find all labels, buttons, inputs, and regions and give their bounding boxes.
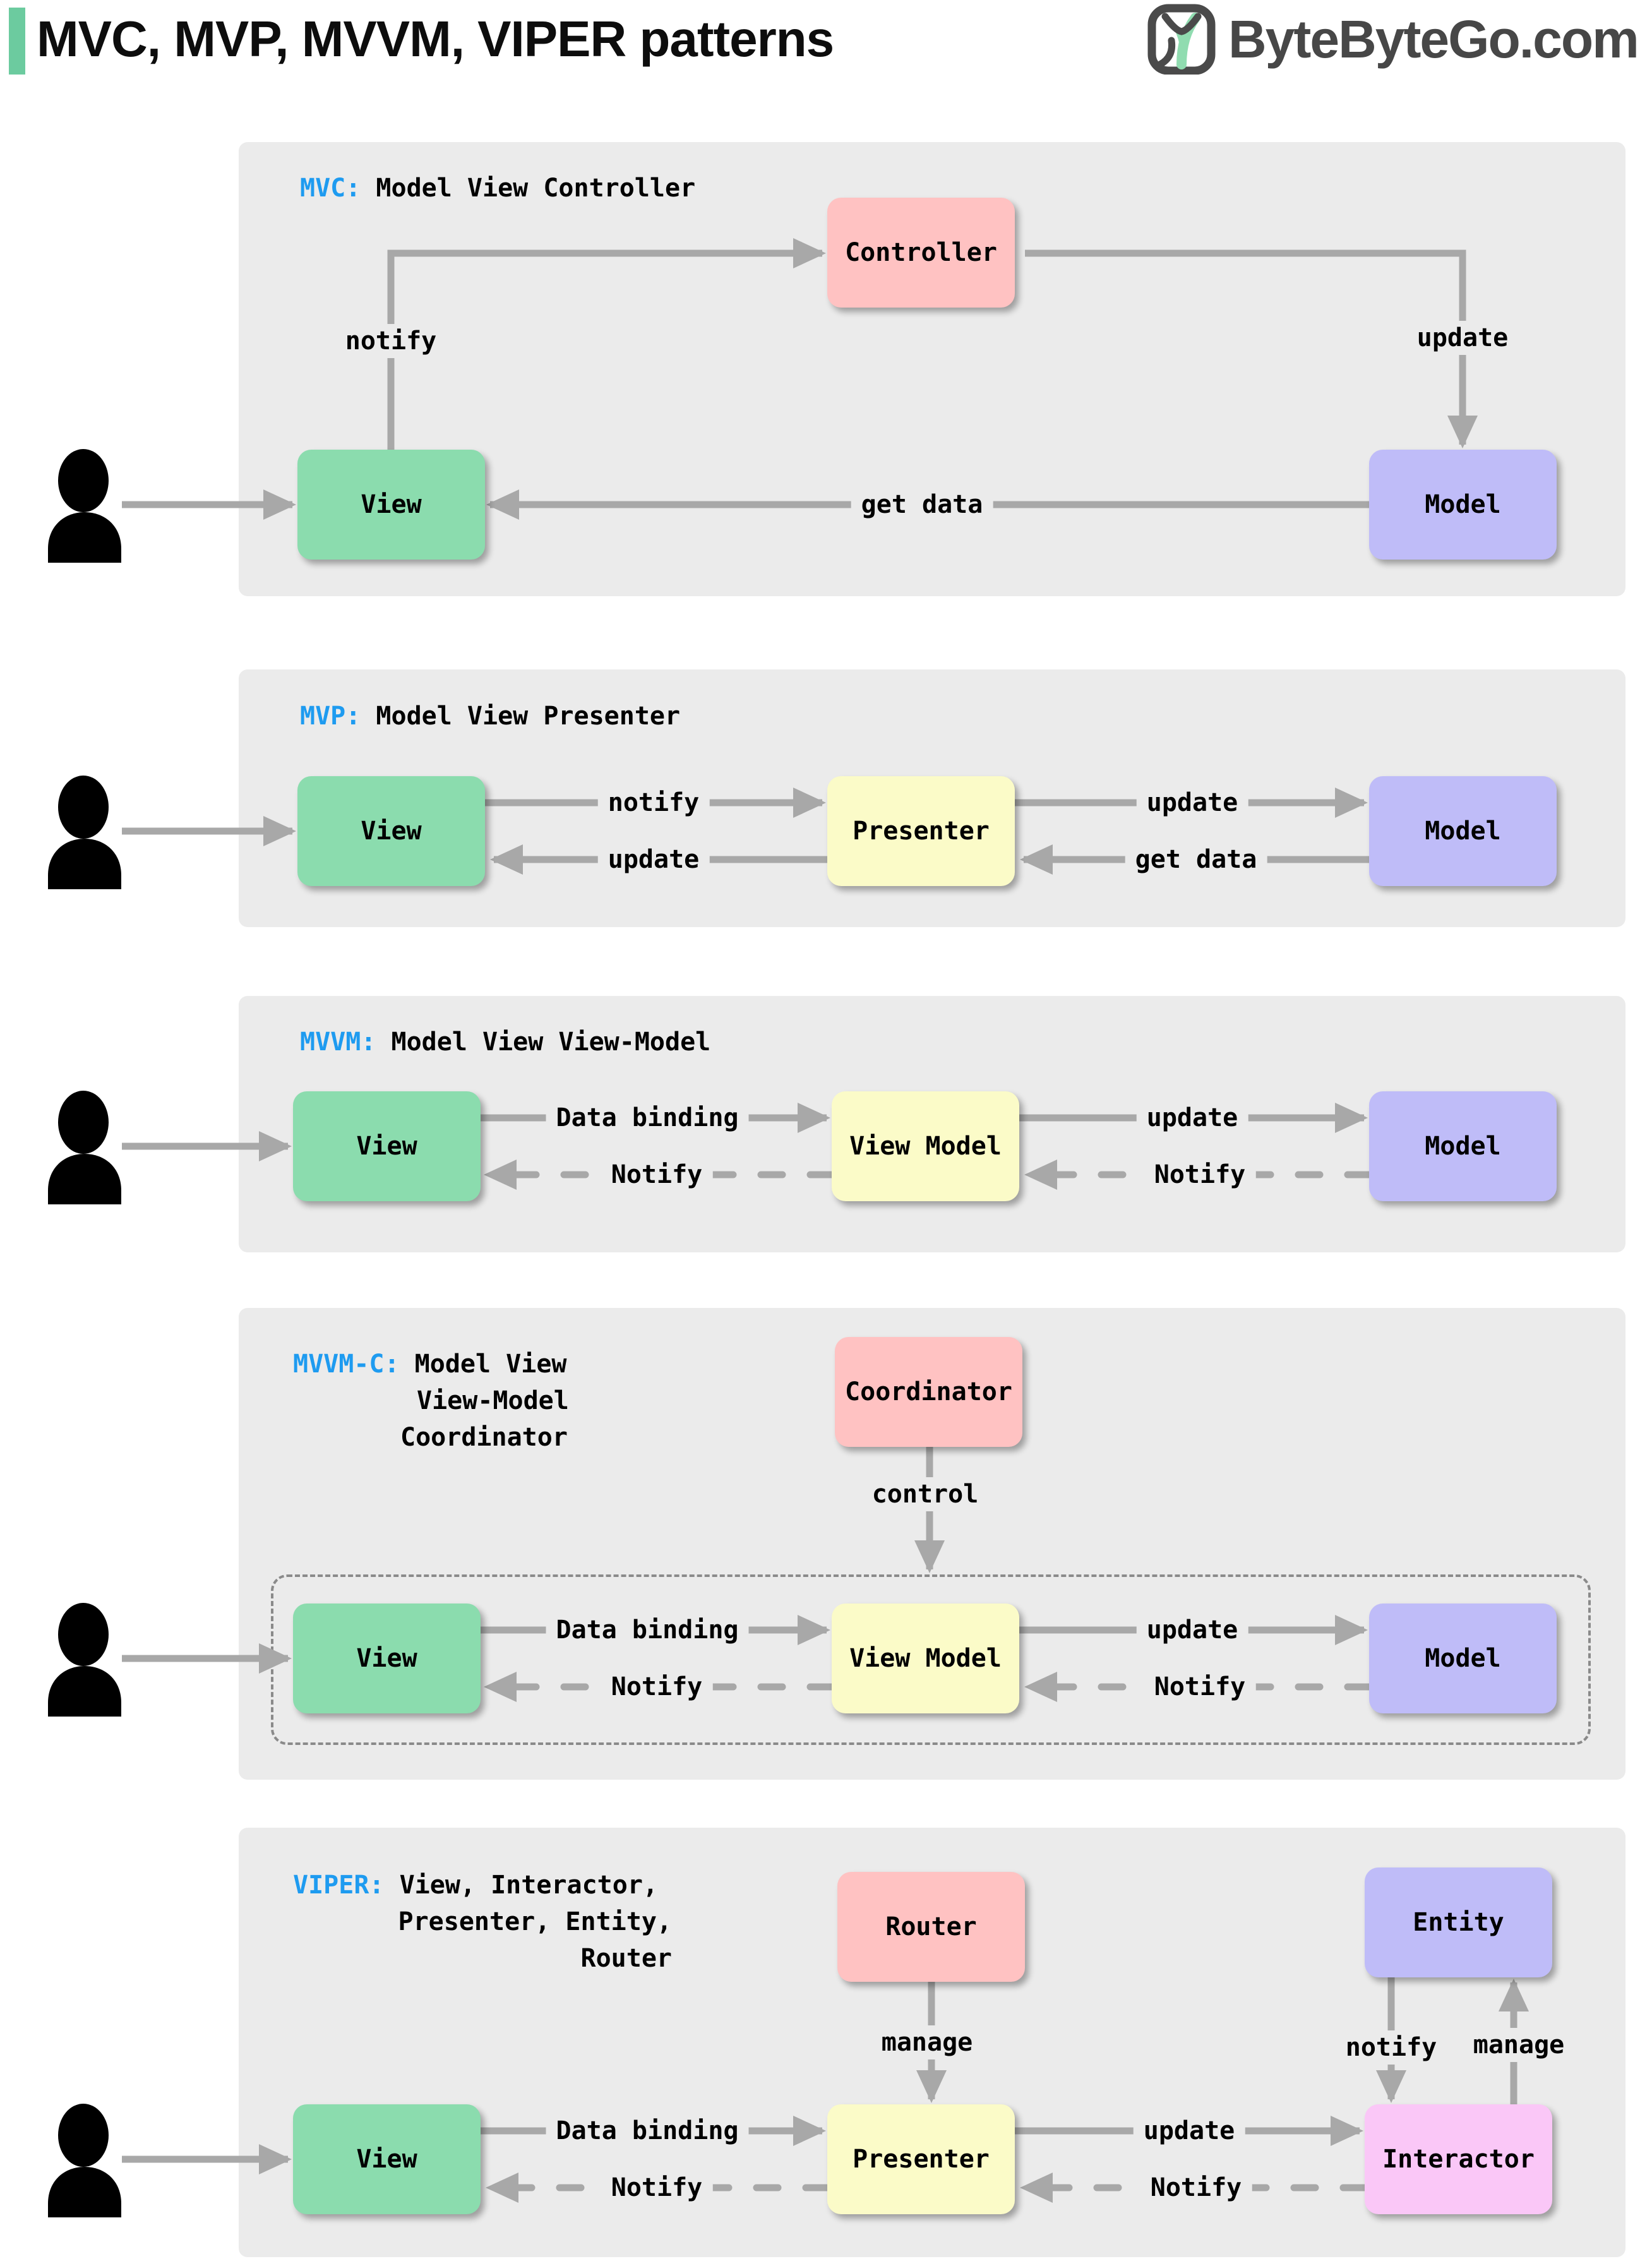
section-name-line3: Coordinator [400,1423,568,1452]
brand-logo: ByteByteGo.com [1146,4,1639,75]
edge-label-notify: Notify [601,1158,713,1192]
panel-mvvm: MVVM: Model View View-Model Data binding… [122,996,1625,1252]
box-coordinator: Coordinator [835,1337,1022,1447]
user-icon [48,2104,121,2217]
edge-label-manage: manage [1463,2028,1575,2062]
panel-mvc: MVC: Model View Controller notify update… [122,142,1625,596]
user-icon [48,1603,121,1717]
edge-label-data-binding: Data binding [546,2114,749,2148]
box-entity: Entity [1365,1867,1552,1977]
box-presenter: Presenter [827,776,1015,886]
panel-mvvm-c: MVVM-C: Model View View-Model Coordinato… [122,1308,1625,1780]
section-label-viper: VIPER: View, Interactor, [293,1867,658,1903]
box-interactor: Interactor [1365,2104,1552,2214]
edge-label-notify: notify [1335,2030,1447,2065]
section-tag: MVC: [300,174,361,203]
edge-label-data-binding: Data binding [546,1101,749,1135]
section-name: Model View Controller [376,174,696,203]
edge-label-notify: Notify [1140,2171,1252,2205]
box-view-model: View Model [832,1604,1019,1713]
panel-mvp: MVP: Model View Presenter notify update … [122,669,1625,927]
box-controller: Controller [827,198,1015,308]
arrow-view-to-controller [387,238,826,450]
box-view: View [293,2104,481,2214]
section-tag: MVP: [300,702,361,731]
user-icon [48,1091,121,1204]
title-accent-bar [9,8,25,75]
user-icon [48,776,121,889]
section-name-line3: Router [580,1944,673,1973]
section-tag: VIPER: [293,1871,385,1900]
section-tag: MVVM: [300,1028,376,1057]
edge-label-get-data: get data [1125,842,1267,877]
box-model: Model [1369,1091,1557,1201]
user-icon [48,449,121,563]
box-view: View [293,1091,481,1201]
section-label-mvp: MVP: Model View Presenter [300,698,680,734]
section-tag: MVVM-C: [293,1350,400,1379]
brand-text: ByteByteGo.com [1228,9,1639,69]
box-model: Model [1369,450,1557,560]
edge-label-notify: Notify [1144,1158,1256,1192]
box-view-model: View Model [832,1091,1019,1201]
section-name-line1: Model View [414,1350,567,1379]
section-name: Model View Presenter [376,702,681,731]
edge-label-update: update [597,842,710,877]
edge-label-control: control [861,1477,989,1511]
section-label-mvvm: MVVM: Model View View-Model [300,1024,710,1060]
box-view: View [297,450,485,560]
section-label-mvvm-c: MVVM-C: Model View [293,1346,567,1382]
edge-label-update: update [1406,321,1519,355]
edge-label-notify: Notify [601,1670,713,1704]
box-router: Router [837,1872,1025,1982]
section-name-line2: Presenter, Entity, [398,1907,672,1936]
arrow-controller-to-model [1025,249,1478,448]
edge-label-data-binding: Data binding [546,1613,749,1647]
edge-label-notify: Notify [1144,1670,1256,1704]
bytebytego-icon [1147,4,1216,75]
edge-label-notify: Notify [601,2171,713,2205]
box-view: View [293,1604,481,1713]
page-title: MVC, MVP, MVVM, VIPER patterns [37,11,834,67]
section-name: Model View View-Model [391,1028,711,1057]
box-presenter: Presenter [827,2104,1015,2214]
panel-viper: VIPER: View, Interactor, Presenter, Enti… [122,1828,1625,2257]
section-name-line2: View-Model [417,1386,569,1415]
box-model: Model [1369,1604,1557,1713]
edge-label-update: update [1133,2114,1245,2148]
edge-label-update: update [1136,1101,1248,1135]
edge-label-update: update [1136,786,1248,820]
edge-label-manage: manage [871,2025,983,2059]
section-label-mvc: MVC: Model View Controller [300,170,695,207]
edge-label-get-data: get data [851,488,993,522]
edge-label-update: update [1136,1613,1248,1647]
box-view: View [297,776,485,886]
edge-label-notify: notify [597,786,710,820]
section-name-line1: View, Interactor, [399,1871,658,1900]
edge-label-notify: notify [335,324,447,358]
box-model: Model [1369,776,1557,886]
